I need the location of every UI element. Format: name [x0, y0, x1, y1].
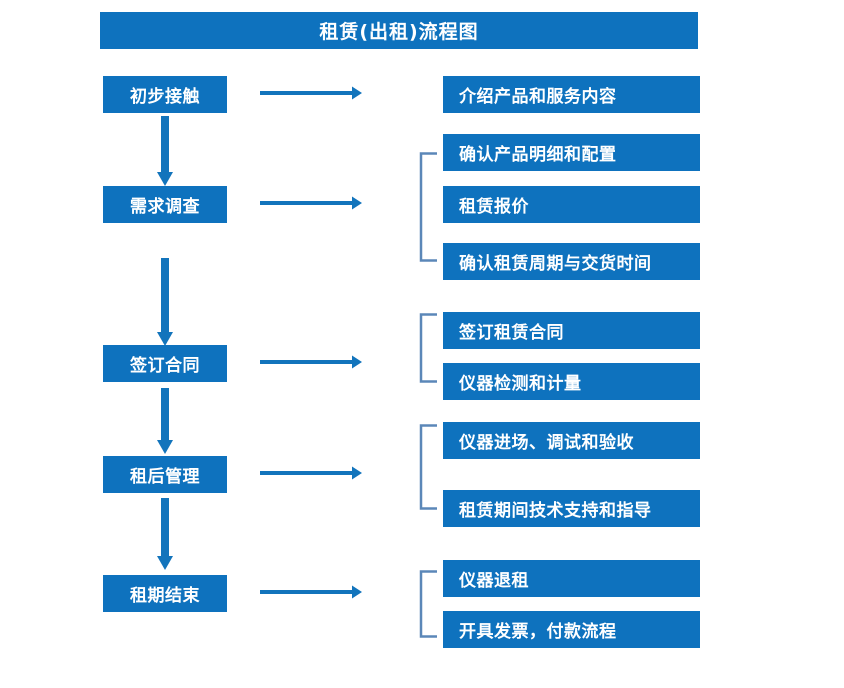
horizontal-arrow-4	[260, 464, 362, 482]
horizontal-arrow-3	[260, 353, 362, 371]
detail-box-5-2[interactable]: 开具发票，付款流程	[443, 611, 700, 648]
flowchart-title: 租赁(出租)流程图	[100, 12, 698, 49]
detail-box-5-1[interactable]: 仪器退租	[443, 560, 700, 597]
stage-box-2[interactable]: 需求调查	[103, 186, 227, 223]
vertical-arrow-4	[155, 498, 175, 570]
stage-box-5[interactable]: 租期结束	[103, 575, 227, 612]
vertical-arrow-1	[155, 116, 175, 186]
detail-box-2-2[interactable]: 租赁报价	[443, 186, 700, 223]
stage-box-4[interactable]: 租后管理	[103, 456, 227, 493]
bracket-connector-4	[419, 424, 439, 510]
bracket-connector-3	[419, 313, 439, 383]
stage-box-1[interactable]: 初步接触	[103, 76, 227, 113]
vertical-arrow-3	[155, 388, 175, 454]
detail-box-3-1[interactable]: 签订租赁合同	[443, 312, 700, 349]
horizontal-arrow-5	[260, 583, 362, 601]
bracket-connector-5	[419, 570, 439, 638]
detail-box-4-2[interactable]: 租赁期间技术支持和指导	[443, 490, 700, 527]
horizontal-arrow-2	[260, 194, 362, 212]
detail-box-1-1[interactable]: 介绍产品和服务内容	[443, 76, 700, 113]
detail-box-2-3[interactable]: 确认租赁周期与交货时间	[443, 243, 700, 280]
detail-box-3-2[interactable]: 仪器检测和计量	[443, 363, 700, 400]
vertical-arrow-2	[155, 258, 175, 346]
horizontal-arrow-1	[260, 84, 362, 102]
detail-box-2-1[interactable]: 确认产品明细和配置	[443, 134, 700, 171]
stage-box-3[interactable]: 签订合同	[103, 345, 227, 382]
detail-box-4-1[interactable]: 仪器进场、调试和验收	[443, 422, 700, 459]
bracket-connector-2	[419, 152, 439, 262]
